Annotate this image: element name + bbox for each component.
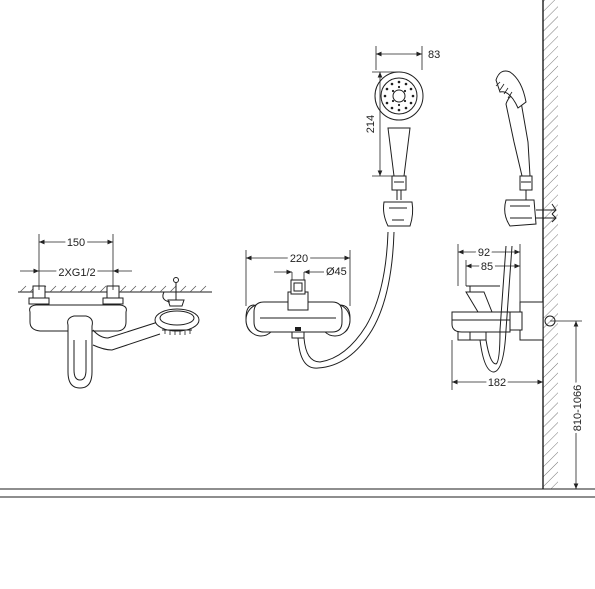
dim-label-810-1066: 810-1066: [572, 385, 584, 432]
dimension-92: 92: [457, 244, 521, 302]
dimension-220: 220: [245, 250, 351, 306]
dim-label-220: 220: [290, 253, 308, 265]
faucet-front-view: [245, 71, 424, 369]
dim-label-85: 85: [481, 261, 493, 273]
dimension-dia45: Ø45: [274, 266, 347, 280]
dim-label-182: 182: [488, 377, 506, 389]
faucet-top-view: [28, 277, 200, 389]
dimension-thread: 2XG1/2: [20, 265, 132, 282]
floor-lines: [0, 488, 595, 498]
dimension-85: 85: [465, 259, 520, 286]
dimension-214: 214: [363, 71, 398, 177]
dim-label-dia45: Ø45: [326, 266, 347, 278]
wall-section: [542, 0, 558, 489]
dimension-83: 83: [375, 46, 440, 70]
dim-label-150: 150: [67, 237, 85, 249]
dim-label-thread: 2XG1/2: [58, 267, 95, 279]
dimension-150: 150: [38, 234, 114, 290]
dimension-810-1066: 810-1066: [550, 320, 587, 489]
dimension-182: 182: [451, 340, 543, 392]
faucet-side-view: [451, 70, 557, 373]
dim-label-214: 214: [365, 115, 377, 133]
dim-label-92: 92: [478, 247, 490, 259]
dim-label-83: 83: [428, 49, 440, 61]
